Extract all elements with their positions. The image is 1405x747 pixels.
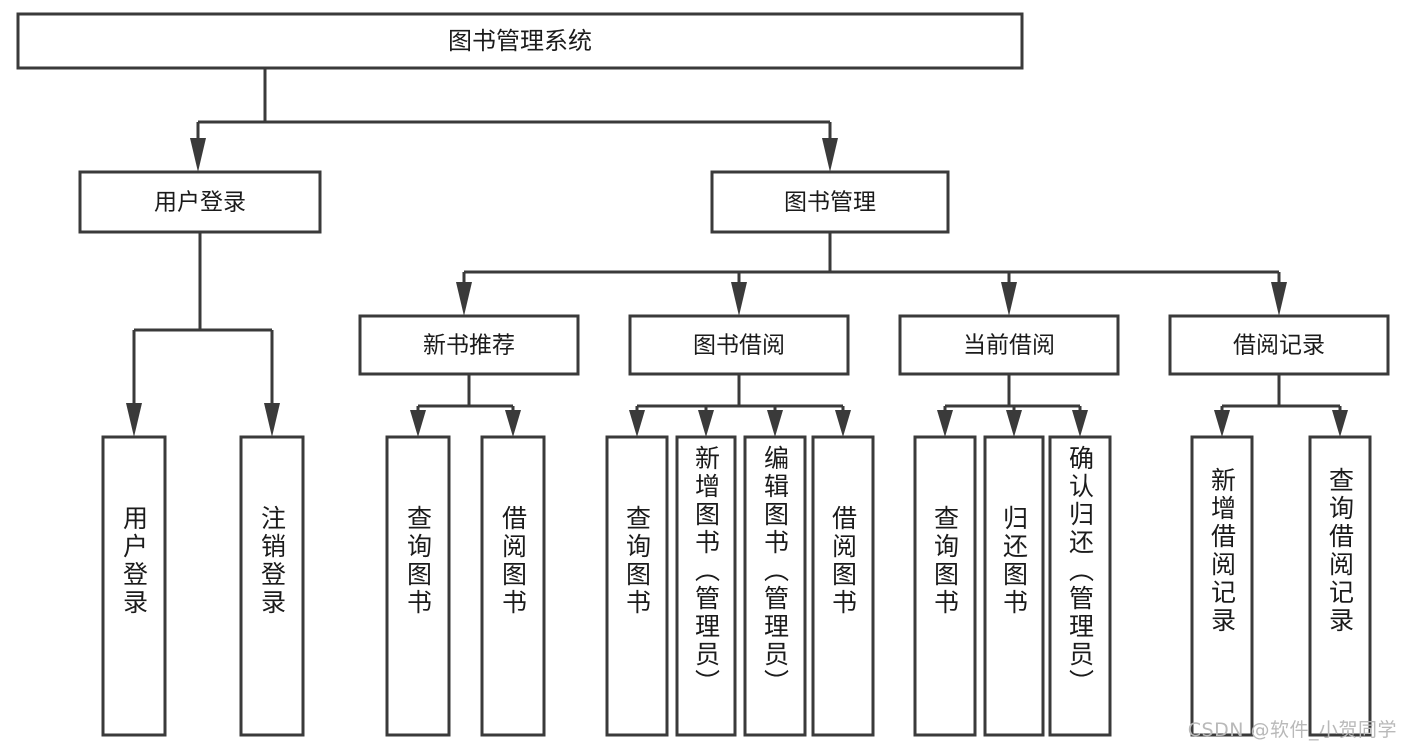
arrow-head-to-current-borrow [1001,282,1017,316]
node-current-borrow-box[interactable] [898,314,1120,376]
arrow-head-leaf-user-login-1 [264,403,280,437]
leaf-box-user-login-0[interactable] [101,435,167,737]
node-book-manage[interactable]: 图书管理 [710,170,950,234]
arrow-head-leaf-borrow-record-1 [1332,410,1348,437]
leaf-box-book-borrow-1[interactable] [675,435,737,737]
leaf-box-user-login-1[interactable] [239,435,305,737]
leaf-box-current-borrow-1[interactable] [983,435,1045,737]
arrow-head-leaf-current-borrow-1 [1006,410,1022,437]
arrow-head-leaf-current-borrow-0 [937,410,953,437]
leaf-box-new-book-1[interactable] [480,435,546,737]
node-book-manage-label: 图书管理 [784,190,876,216]
node-borrow-record[interactable]: 借阅记录 [1168,314,1390,376]
leaf-box-book-borrow-3[interactable] [811,435,875,737]
arrow-head-leaf-book-borrow-2 [767,410,783,437]
arrow-head-to-new-book [456,282,472,316]
arrow-head-to-borrow-record [1271,282,1287,316]
node-new-book-recommend[interactable]: 新书推荐 [358,314,580,376]
node-book-borrow[interactable]: 图书借阅 [628,314,850,376]
arrow-head-to-book-borrow [731,282,747,316]
arrow-head-leaf-user-login-0 [126,403,142,437]
node-user-login[interactable]: 用户登录 [78,170,322,234]
leaf-box-current-borrow-0[interactable] [913,435,977,737]
leaf-box-borrow-record-0[interactable] [1190,435,1254,737]
arrow-head-leaf-new-book-1 [505,410,521,437]
node-root-label: 图书管理系统 [448,27,592,55]
node-new-book-recommend-box[interactable] [358,314,580,376]
arrow-head-to-book-manage [822,138,838,172]
arrow-head-leaf-book-borrow-1 [698,410,714,437]
node-root[interactable]: 图书管理系统 [16,12,1024,70]
node-current-borrow[interactable]: 当前借阅 [898,314,1120,376]
arrow-head-leaf-book-borrow-3 [835,410,851,437]
node-new-book-recommend-label: 新书推荐 [423,333,515,359]
node-borrow-record-label: 借阅记录 [1233,333,1325,359]
leaf-box-book-borrow-0[interactable] [605,435,669,737]
node-book-borrow-box[interactable] [628,314,850,376]
leaf-box-book-borrow-2[interactable] [743,435,807,737]
node-book-manage-box[interactable] [710,170,950,234]
arrow-head-to-user-login [190,138,206,172]
node-current-borrow-label: 当前借阅 [963,333,1055,359]
node-root-box[interactable] [16,12,1024,70]
node-borrow-record-box[interactable] [1168,314,1390,376]
watermark-text: CSDN @软件_小贺同学 [1187,719,1397,741]
arrow-head-leaf-book-borrow-0 [629,410,645,437]
node-book-borrow-label: 图书借阅 [693,333,785,359]
node-user-login-label: 用户登录 [154,190,246,216]
arrow-head-leaf-new-book-0 [410,410,426,437]
leaf-box-current-borrow-2[interactable] [1048,435,1112,737]
arrow-head-leaf-current-borrow-2 [1072,410,1088,437]
leaf-box-borrow-record-1[interactable] [1308,435,1372,737]
arrow-head-leaf-borrow-record-0 [1214,410,1230,437]
leaf-box-new-book-0[interactable] [385,435,451,737]
